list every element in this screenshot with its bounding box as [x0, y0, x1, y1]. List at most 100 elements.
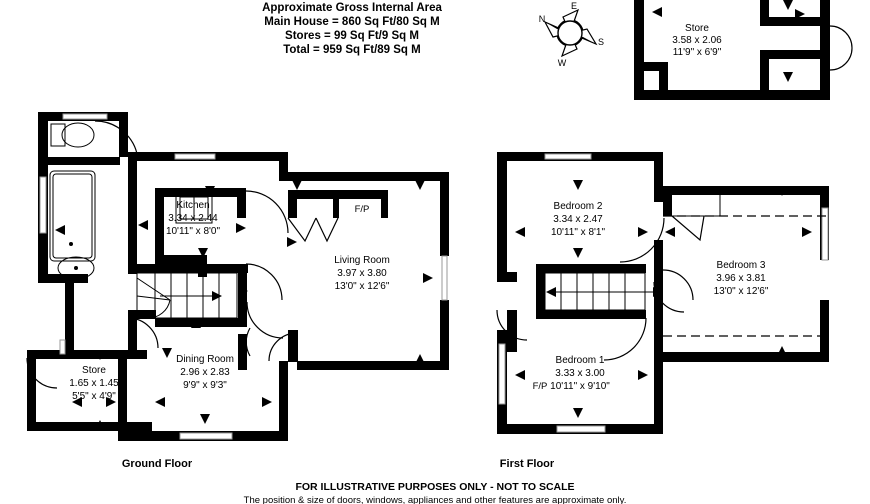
gf-arrow-kitchen-left — [138, 220, 148, 230]
gf-wall-kitchen-inner-left — [155, 188, 164, 262]
ff-wall-landing-left — [507, 310, 517, 352]
ff-arrow-bed1-left — [515, 370, 525, 380]
wc-pan-icon — [61, 122, 95, 148]
gf-kitchen-name: Kitchen — [176, 200, 209, 211]
footer-title: FOR ILLUSTRATIVE PURPOSES ONLY - NOT TO … — [295, 481, 574, 493]
store-upper-partition-bottom — [760, 50, 769, 90]
store-upper-wall-stub — [634, 62, 668, 71]
gf-window-hall-left — [59, 339, 66, 355]
gf-wall-bath-right-upper — [119, 112, 128, 157]
gf-arrow-store-inner-top — [95, 350, 105, 360]
gf-wall-store-left — [27, 350, 36, 430]
gf-window-living-right — [441, 255, 448, 301]
gf-arrow-living-right — [423, 273, 433, 283]
gf-wall-kitchen-inner-right — [237, 188, 246, 218]
gf-arrow-living-topright — [415, 180, 425, 190]
ff-wall-stair-bottom — [536, 310, 646, 319]
gf-door-arc-kitchen — [245, 190, 289, 234]
gf-wall-living-top — [279, 172, 449, 181]
ff-arrow-bed3-bottom — [777, 346, 787, 356]
ff-bed3-imperial: 13'0" x 12'6" — [714, 286, 769, 297]
gf-window-dining-bottom — [179, 432, 233, 440]
gf-wall-store-right — [118, 350, 127, 431]
store-upper-room-metric: 3.58 x 2.06 — [672, 35, 722, 46]
gf-arrow-store-top — [162, 348, 172, 358]
gf-living-metric: 3.97 x 3.80 — [337, 268, 387, 279]
compass-label-west: W — [558, 58, 567, 68]
ff-door-arc-landing — [662, 269, 694, 301]
ff-bed2-imperial: 10'11" x 8'1" — [551, 227, 606, 238]
gf-hearth-chevron-2 — [315, 217, 339, 243]
ff-stair-direction-arrow — [546, 287, 556, 297]
kitchen-sink-icon — [175, 192, 213, 224]
gf-store-name: Store — [82, 365, 106, 376]
gf-arrow-store-inner-bottom — [95, 420, 105, 430]
header-line-1: Approximate Gross Internal Area — [262, 2, 442, 14]
gf-wall-living-step — [279, 161, 288, 181]
store-upper-wall-topleft — [634, 0, 644, 22]
store-upper-arrow-bottom — [783, 72, 793, 82]
gf-wall-dining-right — [279, 361, 288, 441]
gf-door-arc-store — [26, 357, 58, 389]
gf-arrow-stairs-bottom — [191, 318, 201, 328]
gf-wall-wc-left — [65, 274, 74, 354]
gf-arrow-store-inner-right — [106, 397, 116, 407]
ff-arrow-bed2-left — [515, 227, 525, 237]
gf-arrow-bath-left — [55, 225, 65, 235]
ff-wall-bottom-right — [663, 352, 829, 362]
first-floor-label: First Floor — [500, 458, 555, 470]
ff-wall-bed1-right — [654, 352, 663, 434]
ff-bed3-metric: 3.96 x 3.81 — [716, 273, 766, 284]
gf-living-fireplace-label: F/P — [355, 204, 370, 215]
ff-arrow-bed3-left — [665, 227, 675, 237]
gf-window-kitchen-top — [174, 153, 216, 160]
gf-wall-store-bottom — [27, 422, 152, 431]
gf-arrow-stairs-top — [191, 263, 201, 273]
ff-bed3-window-detail — [671, 215, 705, 242]
ff-wall-bed3-left — [654, 240, 663, 362]
store-upper-wall-stub2 — [659, 62, 668, 100]
gf-stair-direction-arrow — [212, 291, 222, 301]
area-summary-header: Approximate Gross Internal Area Main Hou… — [262, 2, 442, 56]
gf-kitchen-imperial: 10'11" x 8'0" — [166, 226, 221, 237]
ff-window-bed2-top — [544, 153, 592, 160]
gf-dining-imperial: 9'9" x 9'3" — [183, 380, 227, 391]
ff-arrow-bed2-top — [573, 180, 583, 190]
store-upper-plan: Store 3.58 x 2.06 11'9" x 6'9" — [634, 0, 853, 100]
ff-landing-arrow — [653, 287, 663, 297]
gf-living-name: Living Room — [334, 255, 390, 266]
header-line-3: Stores = 99 Sq Ft/9 Sq M — [285, 30, 419, 42]
ff-arrow-bed1-right — [638, 370, 648, 380]
gf-living-imperial: 13'0" x 12'6" — [335, 281, 390, 292]
basin-icon — [57, 256, 95, 280]
gf-fireplace-div — [333, 190, 339, 218]
ff-wall-landing-topstub — [497, 272, 517, 282]
gf-wall-store-top — [27, 350, 147, 359]
gf-wall-living-bottom — [297, 361, 449, 370]
gf-dining-name: Dining Room — [176, 354, 234, 365]
gf-dining-metric: 2.96 x 2.83 — [180, 367, 230, 378]
ff-bed1-fireplace-label: F/P — [533, 381, 548, 392]
bath-plug-icon — [69, 242, 73, 246]
ground-floor-label: Ground Floor — [122, 458, 193, 470]
gf-arrow-kitchen-bottom — [198, 248, 208, 258]
store-upper-room-imperial: 11'9" x 6'9" — [673, 47, 722, 58]
ff-wall-right-lower — [820, 300, 829, 362]
gf-fireplace-left — [288, 190, 297, 218]
store-upper-arrow-left — [652, 7, 662, 17]
ff-wall-landing-rightstub — [654, 264, 663, 288]
ff-bed3-name: Bedroom 3 — [717, 260, 766, 271]
ff-window-bed1-left — [498, 343, 506, 405]
footer-note: The position & size of doors, windows, a… — [244, 495, 627, 504]
gf-wall-hall-right — [238, 264, 247, 324]
store-upper-wall-bottom — [634, 90, 830, 100]
header-line-2: Main House = 860 Sq Ft/80 Sq M — [264, 16, 439, 28]
gf-arrow-store-inner-left — [72, 397, 82, 407]
ff-wall-top-right — [663, 186, 829, 195]
ff-window-bed3-right — [821, 207, 829, 261]
gf-arrow-kitchen-right — [236, 223, 246, 233]
gf-arrow-dining-bottom — [200, 414, 210, 424]
ff-wall-stair-top — [536, 264, 646, 273]
gf-wall-bath-divider — [48, 157, 120, 165]
